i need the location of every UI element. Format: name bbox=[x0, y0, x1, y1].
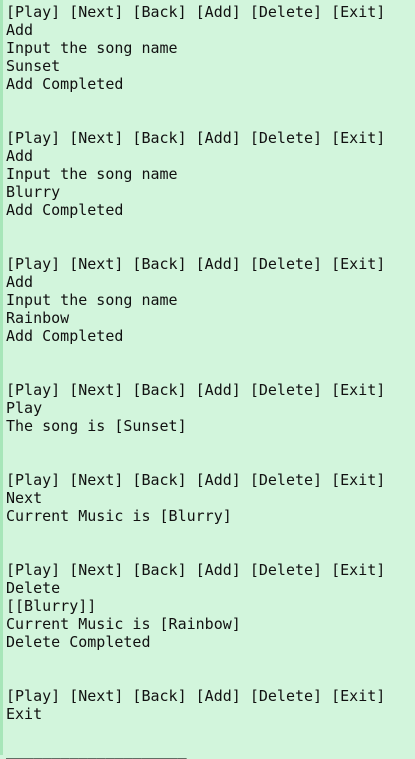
command-echo: Exit bbox=[6, 705, 43, 723]
status-message: Current Music is [Blurry] bbox=[6, 507, 232, 525]
user-input: Sunset bbox=[6, 57, 61, 75]
window-left-edge bbox=[0, 0, 3, 755]
blank-line bbox=[6, 111, 411, 129]
menu-line: [Play] [Next] [Back] [Add] [Delete] [Exi… bbox=[6, 687, 386, 705]
blank-line bbox=[6, 525, 411, 543]
status-message: Delete Completed bbox=[6, 633, 151, 651]
menu-line: [Play] [Next] [Back] [Add] [Delete] [Exi… bbox=[6, 471, 386, 489]
blank-line bbox=[6, 435, 411, 453]
blank-line bbox=[6, 93, 411, 111]
command-echo: Next bbox=[6, 489, 43, 507]
blank-line bbox=[6, 543, 411, 561]
command-echo: Add bbox=[6, 147, 34, 165]
status-message: Add Completed bbox=[6, 75, 124, 93]
prompt-text: Input the song name bbox=[6, 165, 178, 183]
prompt-text: Input the song name bbox=[6, 291, 178, 309]
menu-line: [Play] [Next] [Back] [Add] [Delete] [Exi… bbox=[6, 561, 386, 579]
prompt-text: Input the song name bbox=[6, 39, 178, 57]
terminator-line: ____________________ bbox=[6, 741, 187, 759]
blank-line bbox=[6, 723, 411, 741]
blank-line bbox=[6, 669, 411, 687]
user-input: Blurry bbox=[6, 183, 61, 201]
menu-line: [Play] [Next] [Back] [Add] [Delete] [Exi… bbox=[6, 129, 386, 147]
status-message: Current Music is [Rainbow] bbox=[6, 615, 241, 633]
deleted-item: [[Blurry]] bbox=[6, 597, 97, 615]
command-echo: Delete bbox=[6, 579, 61, 597]
status-message: The song is [Sunset] bbox=[6, 417, 187, 435]
command-echo: Add bbox=[6, 21, 34, 39]
menu-line: [Play] [Next] [Back] [Add] [Delete] [Exi… bbox=[6, 381, 386, 399]
blank-line bbox=[6, 237, 411, 255]
blank-line bbox=[6, 453, 411, 471]
blank-line bbox=[6, 651, 411, 669]
command-echo: Add bbox=[6, 273, 34, 291]
blank-line bbox=[6, 363, 411, 381]
command-echo: Play bbox=[6, 399, 43, 417]
blank-line bbox=[6, 345, 411, 363]
menu-line: [Play] [Next] [Back] [Add] [Delete] [Exi… bbox=[6, 3, 386, 21]
status-message: Add Completed bbox=[6, 201, 124, 219]
status-message: Add Completed bbox=[6, 327, 124, 345]
console-output: [Play] [Next] [Back] [Add] [Delete] [Exi… bbox=[6, 3, 411, 759]
blank-line bbox=[6, 219, 411, 237]
user-input: Rainbow bbox=[6, 309, 70, 327]
menu-line: [Play] [Next] [Back] [Add] [Delete] [Exi… bbox=[6, 255, 386, 273]
